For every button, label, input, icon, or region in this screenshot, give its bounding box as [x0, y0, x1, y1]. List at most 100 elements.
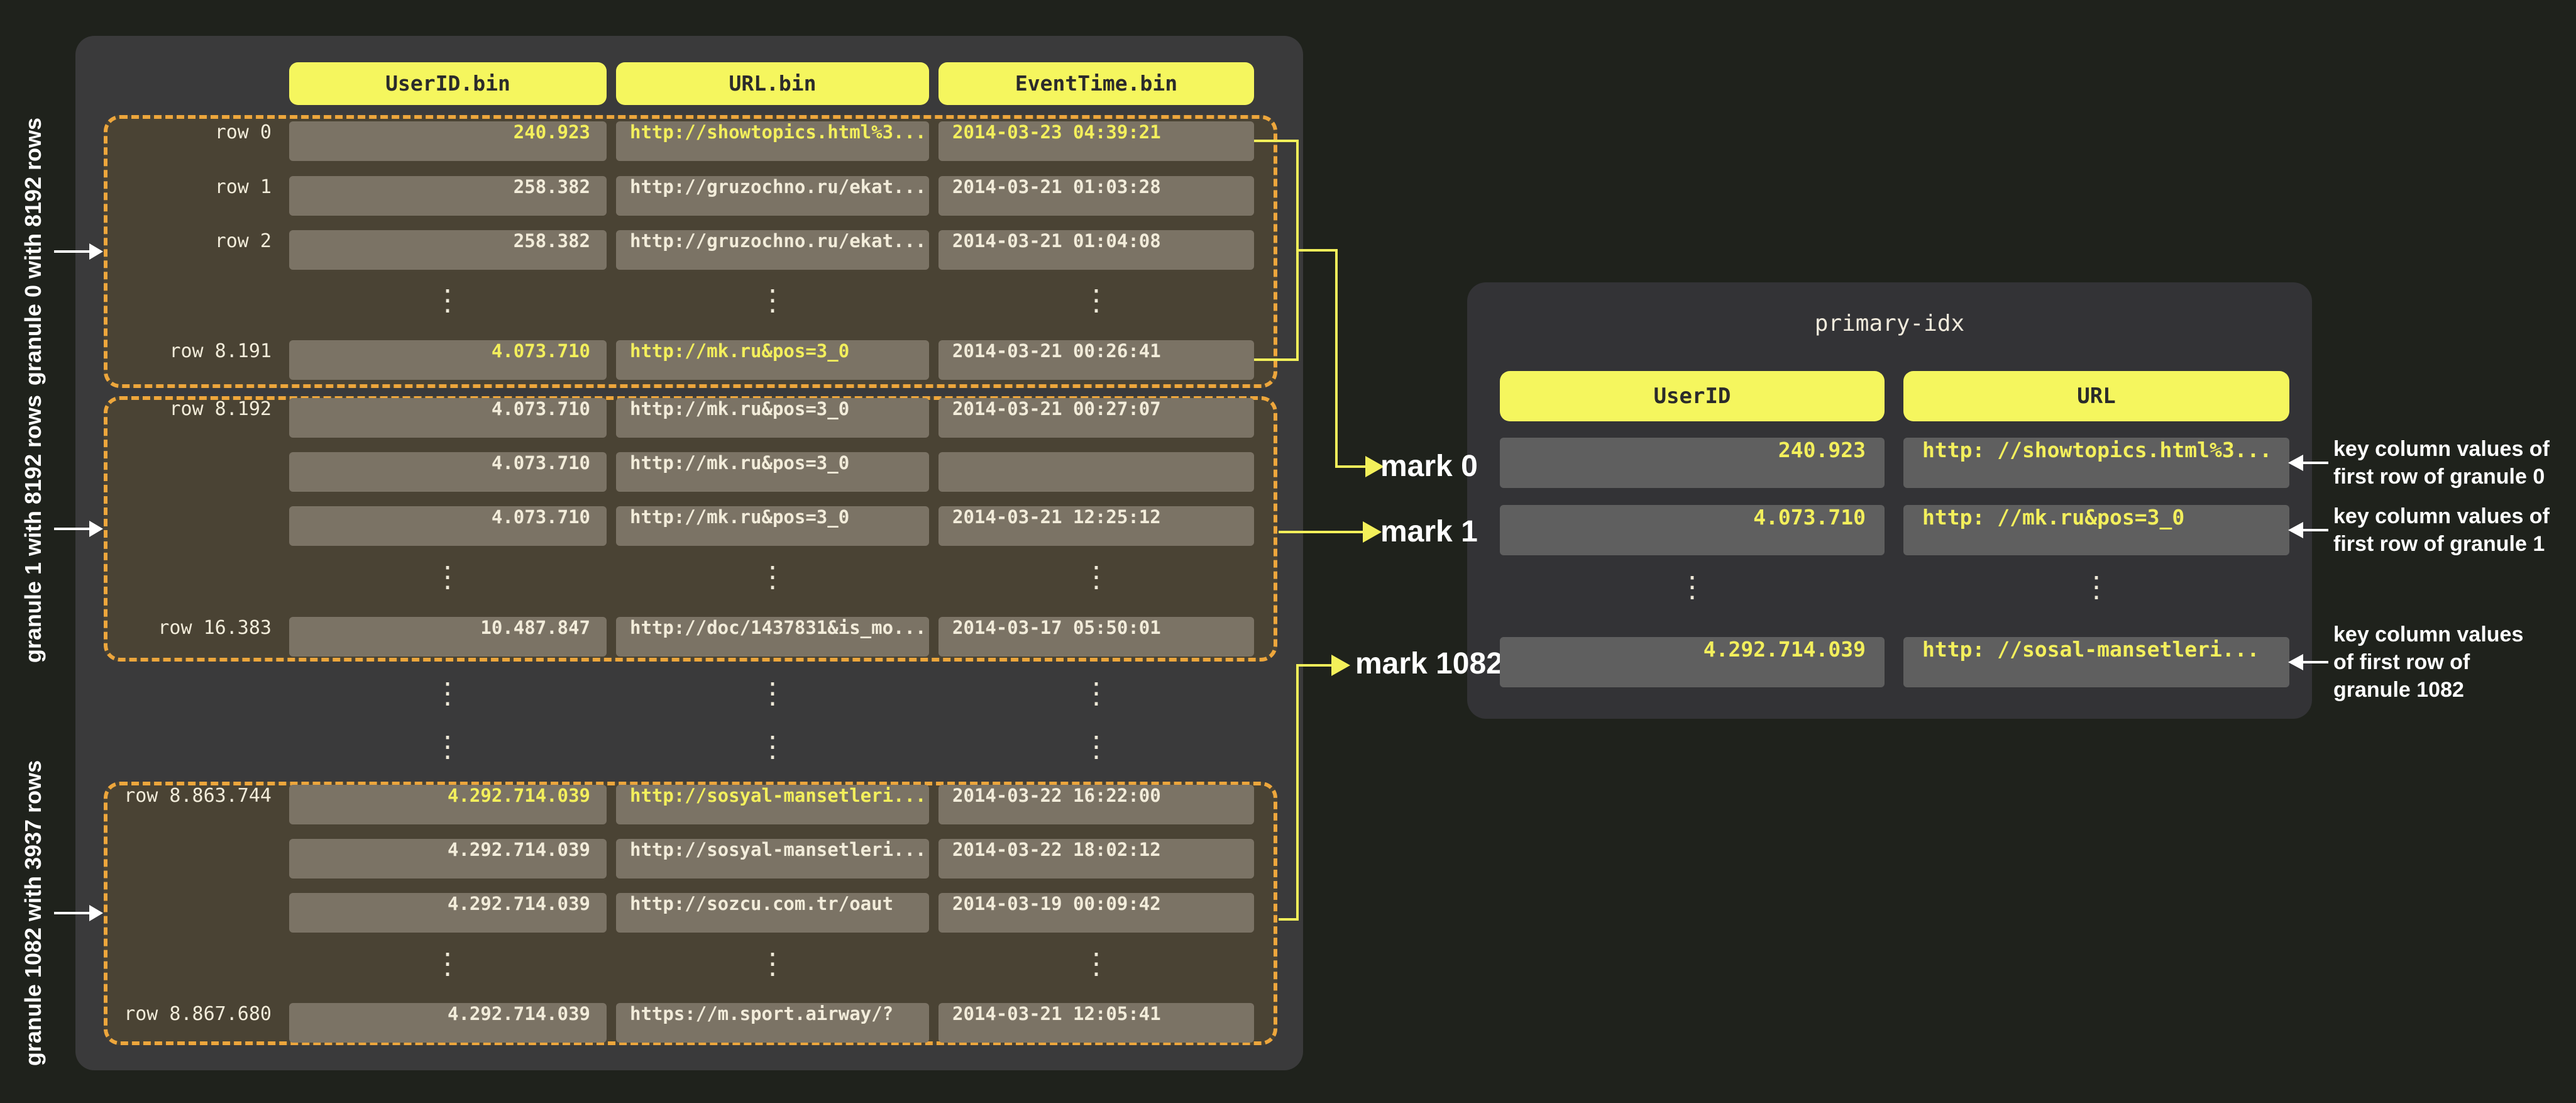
mark-1-arrow-icon — [1363, 521, 1382, 543]
header-url-bin: URL.bin — [616, 62, 929, 105]
cell-userid: 4.073.710 — [289, 398, 607, 438]
row-label: row 8.191 — [169, 340, 272, 362]
cell-eventtime: 2014-03-23 04:39:21 — [938, 121, 1254, 161]
mark-1082-arrow-icon — [1331, 655, 1350, 676]
granule-1082-side-label: granule 1082 with 3937 rows — [20, 760, 46, 1067]
annotation-line: of first row of — [2333, 650, 2470, 674]
cell-eventtime: 2014-03-21 12:25:12 — [938, 506, 1254, 546]
cell-userid: 4.073.710 — [289, 452, 607, 492]
cell-eventtime: 2014-03-19 00:09:42 — [938, 893, 1254, 933]
annotation-line: key column values of — [2333, 437, 2550, 461]
index-cell-url: http: //showtopics.html%3... — [1903, 438, 2289, 488]
header-userid: UserID — [1500, 371, 1885, 421]
granule-1082-pointer-arrow-icon — [89, 905, 103, 921]
mark-0-connector — [1254, 358, 1299, 361]
mark-0-connector — [1296, 249, 1338, 252]
annotation-1-line — [2303, 529, 2328, 531]
ellipsis: ⋮ — [433, 676, 462, 710]
mark-0-arrow-icon — [1365, 456, 1384, 477]
annotation-line: key column values of — [2333, 504, 2550, 528]
cell-url: http://sozcu.com.tr/oaut — [616, 893, 929, 933]
granule-1-pointer-arrow-icon — [89, 521, 103, 537]
cell-eventtime: 2014-03-21 12:05:41 — [938, 1003, 1254, 1043]
annotation-2-arrow-icon — [2288, 654, 2303, 670]
cell-eventtime: 2014-03-21 00:27:07 — [938, 398, 1254, 438]
ellipsis: ⋮ — [1082, 676, 1111, 710]
ellipsis: ⋮ — [433, 560, 462, 594]
annotation-line: first row of granule 0 — [2333, 465, 2545, 489]
ellipsis: ⋮ — [758, 946, 787, 980]
cell-url: http://showtopics.html%3... — [616, 121, 929, 161]
cell-url: https://m.sport.airway/? — [616, 1003, 929, 1043]
ellipsis: ⋮ — [433, 729, 462, 763]
mark-0-connector — [1335, 465, 1365, 468]
ellipsis: ⋮ — [433, 946, 462, 980]
index-cell-userid: 4.073.710 — [1500, 505, 1885, 555]
mark-1082-connector — [1296, 664, 1299, 921]
header-url: URL — [1903, 371, 2289, 421]
cell-url: http://mk.ru&pos=3_0 — [616, 452, 929, 492]
cell-userid: 4.292.714.039 — [289, 1003, 607, 1043]
cell-eventtime: 2014-03-17 05:50:01 — [938, 617, 1254, 657]
annotation-line: granule 1082 — [2333, 678, 2464, 702]
cell-url: http://mk.ru&pos=3_0 — [616, 398, 929, 438]
annotation-line: first row of granule 1 — [2333, 532, 2545, 556]
annotation-granule-1: key column values of first row of granul… — [2333, 502, 2550, 558]
row-label: row 8.863.744 — [124, 785, 272, 807]
cell-url: http://sosyal-mansetleri... — [616, 839, 929, 879]
cell-userid: 258.382 — [289, 176, 607, 216]
ellipsis: ⋮ — [1678, 570, 1707, 604]
ellipsis: ⋮ — [1082, 946, 1111, 980]
granule-1082-pointer-line — [54, 912, 91, 914]
primary-index-title: primary-idx — [1814, 311, 1965, 336]
granule-0-pointer-arrow-icon — [89, 243, 103, 260]
annotation-0-line — [2303, 462, 2328, 464]
index-cell-userid: 4.292.714.039 — [1500, 637, 1885, 687]
row-label: row 1 — [214, 176, 272, 198]
mark-0-connector — [1335, 249, 1338, 468]
cell-url: http://doc/1437831&is_mo... — [616, 617, 929, 657]
granule-1-pointer-line — [54, 528, 91, 530]
annotation-line: key column values — [2333, 623, 2524, 646]
row-label: row 8.867.680 — [124, 1003, 272, 1025]
row-label: row 2 — [214, 230, 272, 252]
ellipsis: ⋮ — [433, 283, 462, 317]
cell-url: http://gruzochno.ru/ekat... — [616, 230, 929, 270]
cell-userid: 4.292.714.039 — [289, 893, 607, 933]
granule-1-side-label: granule 1 with 8192 rows — [20, 394, 46, 663]
annotation-granule-0: key column values of first row of granul… — [2333, 435, 2550, 491]
index-cell-url: http: //mk.ru&pos=3_0 — [1903, 505, 2289, 555]
cell-userid: 4.292.714.039 — [289, 785, 607, 824]
ellipsis: ⋮ — [758, 283, 787, 317]
row-label: row 8.192 — [169, 398, 272, 420]
cell-userid: 10.487.847 — [289, 617, 607, 657]
annotation-0-arrow-icon — [2288, 455, 2303, 471]
row-label: row 16.383 — [158, 617, 272, 639]
mark-1-label: mark 1 — [1380, 515, 1478, 548]
annotation-1-arrow-icon — [2288, 522, 2303, 538]
ellipsis: ⋮ — [2082, 570, 2111, 604]
row-label: row 0 — [214, 121, 272, 143]
cell-eventtime: 2014-03-22 16:22:00 — [938, 785, 1254, 824]
mark-1082-connector — [1279, 918, 1299, 921]
annotation-2-line — [2303, 661, 2328, 663]
header-eventtime-bin: EventTime.bin — [938, 62, 1254, 105]
cell-eventtime: 2014-03-21 01:04:08 — [938, 230, 1254, 270]
mark-0-connector — [1254, 140, 1299, 142]
cell-eventtime: 2014-03-21 01:03:28 — [938, 176, 1254, 216]
cell-eventtime: 2014-03-21 00:26:41 — [938, 340, 1254, 380]
ellipsis: ⋮ — [758, 676, 787, 710]
ellipsis: ⋮ — [758, 729, 787, 763]
mark-0-label: mark 0 — [1380, 450, 1478, 483]
cell-userid: 258.382 — [289, 230, 607, 270]
granule-0-pointer-line — [54, 250, 91, 253]
cell-userid: 4.073.710 — [289, 340, 607, 380]
cell-eventtime-empty — [938, 452, 1254, 492]
ellipsis: ⋮ — [1082, 560, 1111, 594]
cell-userid: 4.073.710 — [289, 506, 607, 546]
cell-url: http://gruzochno.ru/ekat... — [616, 176, 929, 216]
cell-url: http://sosyal-mansetleri... — [616, 785, 929, 824]
mark-1082-connector — [1296, 664, 1333, 667]
ellipsis: ⋮ — [1082, 729, 1111, 763]
